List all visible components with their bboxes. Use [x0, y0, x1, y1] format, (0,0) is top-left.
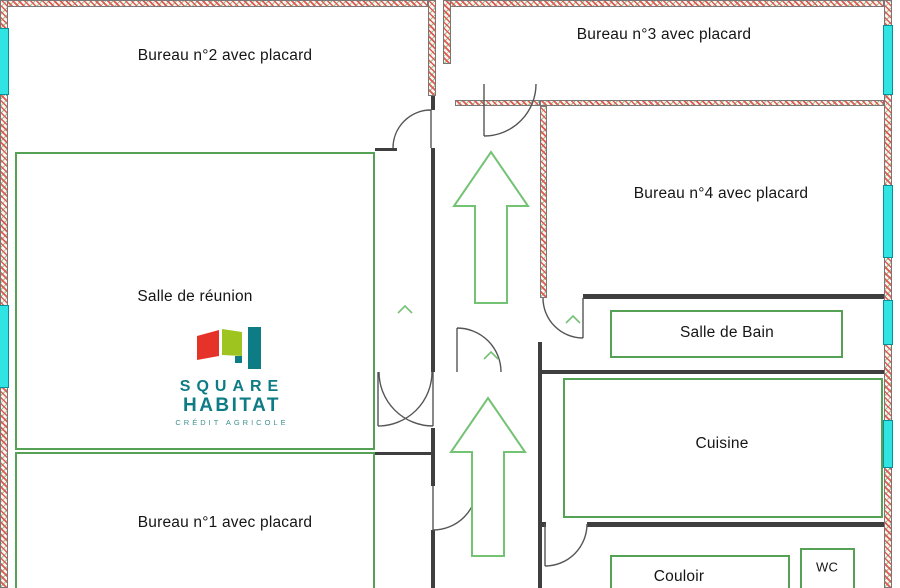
window-right-bureau4 — [883, 185, 893, 258]
door-arc — [544, 523, 588, 567]
hatched-wall-corridor-right-top — [443, 0, 451, 64]
door-arc-double — [377, 371, 433, 427]
square-habitat-logo: SQUARE HABITAT CRÉDIT AGRICOLE — [158, 326, 306, 426]
logo-teal-bar — [248, 327, 261, 369]
wall-bureau1-top-stub — [375, 452, 433, 455]
window-right-bain — [883, 300, 893, 345]
wall-corridor-left-upper — [431, 148, 435, 372]
up-arrow-top — [452, 150, 530, 304]
hatched-wall-left — [0, 0, 8, 588]
wall-cuisine-top — [538, 370, 884, 374]
hatched-wall-top-right — [443, 0, 884, 7]
room-outline-salle-reunion — [15, 152, 375, 450]
wall-corridor-left-stub — [431, 96, 435, 110]
hatched-wall-bureau3-bureau4-divider — [540, 100, 884, 106]
door-arc — [456, 327, 502, 373]
wall-cuisine-bottom-a — [538, 522, 546, 527]
room-label-salle-reunion: Salle de réunion — [137, 288, 253, 305]
chevron-mark — [397, 304, 413, 314]
room-label-bureau2: Bureau n°2 avec placard — [137, 47, 313, 64]
room-outline-couloir — [610, 555, 790, 588]
hatched-wall-bureau4-left — [540, 106, 547, 298]
logo-teal-accent — [235, 356, 242, 363]
hatched-wall-top-left — [0, 0, 428, 7]
window-left-top — [0, 28, 9, 95]
door-arc — [392, 109, 432, 149]
door-arc — [483, 83, 537, 137]
room-label-salle-bain: Salle de Bain — [680, 324, 774, 341]
room-label-couloir: Couloir — [653, 568, 705, 585]
room-outline-wc — [800, 548, 855, 588]
room-label-bureau1: Bureau n°1 avec placard — [137, 514, 313, 531]
chevron-mark — [483, 350, 499, 360]
up-arrow-bottom — [449, 396, 527, 557]
window-left-middle — [0, 305, 9, 388]
room-label-bureau3: Bureau n°3 avec placard — [576, 26, 752, 43]
hatched-wall-bureau3-bottom-left — [455, 100, 540, 106]
wall-corridor-left-lower-b — [431, 530, 435, 588]
room-label-cuisine: Cuisine — [695, 435, 749, 452]
door-arc — [432, 485, 478, 531]
wall-bureau2-bottom — [375, 148, 397, 151]
hatched-wall-right — [884, 0, 892, 588]
hatched-wall-corridor-left-top — [428, 0, 436, 96]
door-arc — [542, 297, 584, 339]
logo-text-credit-agricole: CRÉDIT AGRICOLE — [175, 417, 289, 427]
wall-cuisine-bottom-b — [587, 522, 884, 527]
logo-text-habitat: HABITAT — [182, 394, 282, 416]
chevron-mark — [565, 314, 581, 324]
wall-corridor-right-lower — [538, 342, 542, 588]
door-arc-double — [378, 371, 434, 427]
logo-green-square — [222, 329, 242, 356]
room-outline-cuisine — [563, 378, 883, 518]
square-habitat-logo-mark — [197, 327, 261, 369]
logo-text-square: SQUARE — [179, 377, 285, 395]
logo-red-square — [197, 330, 219, 360]
window-right-cuisine — [883, 420, 893, 468]
wall-corridor-left-lower-a — [431, 428, 435, 486]
room-outline-bureau1 — [15, 452, 375, 588]
window-right-bureau3 — [883, 25, 893, 95]
room-label-bureau4: Bureau n°4 avec placard — [633, 185, 809, 202]
room-label-wc: WC — [815, 559, 839, 575]
wall-bureau4-bottom — [583, 294, 884, 299]
room-outline-salle-bain — [610, 310, 843, 358]
